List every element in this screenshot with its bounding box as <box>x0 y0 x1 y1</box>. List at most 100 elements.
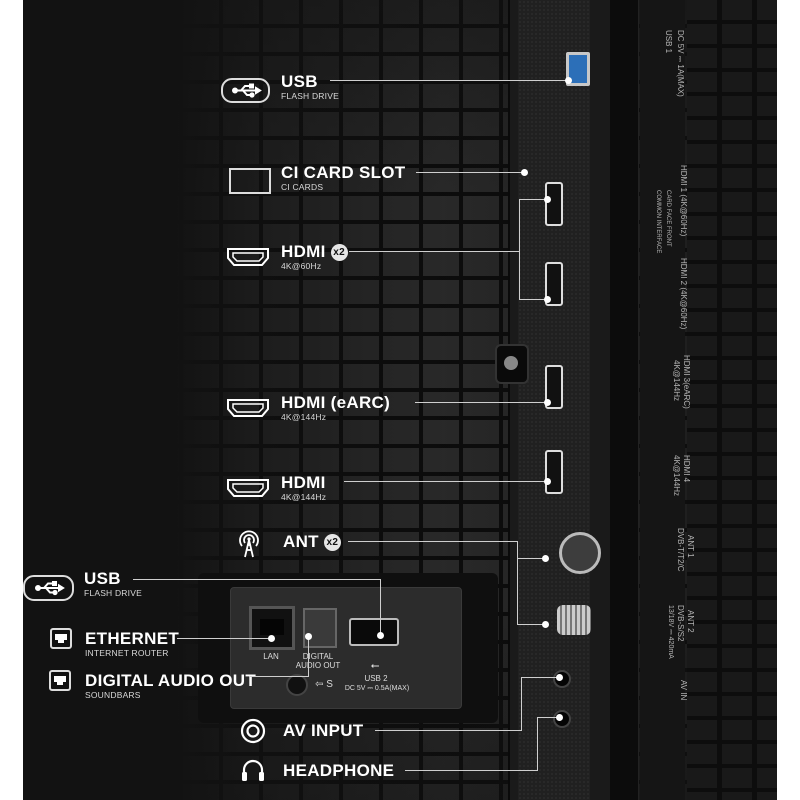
label-ant2-spec: DVB-S/S2 <box>676 605 685 642</box>
far-right-grid <box>687 0 777 800</box>
hdmi-x2-branch-2 <box>519 299 547 300</box>
hdmi-x2-title: HDMI <box>281 242 326 261</box>
strip-texture <box>518 0 590 800</box>
lan-label: LAN <box>263 652 279 661</box>
hdmi-x2-branch-1 <box>519 199 547 200</box>
audio-out-label: AUDIO OUT <box>295 661 341 670</box>
usb2-symbol: ⭠ <box>370 660 380 672</box>
hdmi-earc-dot <box>544 399 551 406</box>
hdmi-icon <box>226 398 270 422</box>
label-ant2-power: 13/18V ⎓ 420mA <box>667 605 674 659</box>
av-in-dot <box>556 674 563 681</box>
label-hdmi4-spec: 4K@144Hz <box>672 455 681 497</box>
digital-audio-subtitle: SOUNDBARS <box>85 690 141 700</box>
hdmi-subtitle: 4K@144Hz <box>281 492 327 502</box>
ethernet-icon <box>50 628 72 649</box>
label-ant1: ANT 1 <box>686 535 695 558</box>
label-av-in: AV IN <box>679 680 688 701</box>
ethernet-subtitle: INTERNET ROUTER <box>85 648 169 658</box>
label-common-interface: COMMON INTERFACE <box>655 190 661 254</box>
label-card-face: CARD FACE FRONT <box>665 190 671 247</box>
usb-top-leader <box>330 80 568 81</box>
ant2-port <box>557 605 591 635</box>
label-ant1-spec: DVB-T/T2/C <box>676 528 685 572</box>
digital-audio-rise <box>308 636 309 677</box>
label-hdmi3: HDMI 3(eARC) <box>682 355 691 409</box>
usb-subtitle: FLASH DRIVE <box>281 91 339 101</box>
hdmi4-port <box>545 450 563 494</box>
label-panel <box>640 0 685 800</box>
headphone-rise <box>537 717 538 771</box>
callout-usb-top: USB FLASH DRIVE <box>281 72 339 102</box>
usb2-port <box>349 618 399 646</box>
ci-card-dot <box>521 169 528 176</box>
callout-headphone: HEADPHONE <box>283 762 394 780</box>
headphone-icon <box>240 758 266 786</box>
ant1-port <box>559 532 601 574</box>
ci-card-subtitle: CI CARDS <box>281 182 324 192</box>
label-hdmi2: HDMI 2 (4K@60Hz) <box>679 258 688 330</box>
quantity-badge: x2 <box>323 534 341 551</box>
mount-screw <box>495 344 529 384</box>
ethernet-title: ETHERNET <box>85 629 180 648</box>
callout-ethernet: ETHERNET INTERNET ROUTER <box>85 629 180 659</box>
label-ant2: ANT 2 <box>686 610 695 633</box>
hdmi-icon <box>226 478 270 502</box>
antenna-icon <box>235 528 263 562</box>
lan-dot <box>268 635 275 642</box>
usb2-label: USB 2 <box>364 674 388 683</box>
av-input-branch <box>521 677 557 678</box>
headphone-leader <box>405 770 537 771</box>
label-hdmi1: HDMI 1 (4K@60Hz) <box>679 165 688 237</box>
ant1-dot <box>542 555 549 562</box>
panel-plate: LAN DIGITAL AUDIO OUT ⭠ USB 2 DC 5V ⎓ 0.… <box>230 587 462 709</box>
panel-screw <box>286 674 308 696</box>
usb-top-dot <box>565 77 572 84</box>
usb1-port <box>566 52 590 86</box>
hdmi-leader <box>344 481 545 482</box>
callout-hdmi-earc: HDMI (eARC) 4K@144Hz <box>281 394 390 423</box>
hdmi-earc-leader <box>415 402 545 403</box>
hdmi1-port <box>545 182 563 226</box>
label-hdmi4: HDMI 4 <box>682 455 691 483</box>
callout-digital-audio-out: DIGITAL AUDIO OUT SOUNDBARS <box>85 672 256 701</box>
ethernet-icon <box>49 670 71 691</box>
quantity-badge: x2 <box>330 244 348 261</box>
ant-bracket <box>517 541 518 625</box>
card-slot-icon <box>229 168 271 194</box>
ant-branch-1 <box>517 558 545 559</box>
hdmi-earc-subtitle: 4K@144Hz <box>281 412 327 422</box>
usb-bottom-title: USB <box>84 569 121 588</box>
headphone-dot <box>556 714 563 721</box>
hdmi1-dot <box>544 196 551 203</box>
usb-icon <box>23 575 74 601</box>
optical-dot <box>305 633 312 640</box>
hdmi2-dot <box>544 296 551 303</box>
usb-title: USB <box>281 72 318 91</box>
label-usb1: USB 1 <box>664 30 673 54</box>
digital-audio-leader <box>250 676 308 677</box>
screw-mark: ⇦ S <box>315 679 333 690</box>
usb-icon <box>221 78 270 103</box>
ethernet-leader <box>177 638 271 639</box>
av-input-leader <box>375 730 521 731</box>
usb2-power-label: DC 5V ⎓ 0.5A(MAX) <box>344 685 410 692</box>
usb-bottom-drop <box>380 579 381 635</box>
headphone-branch <box>537 717 557 718</box>
callout-usb-bottom: USB FLASH DRIVE <box>84 569 142 599</box>
usb-bottom-leader <box>133 579 380 580</box>
hdmi-icon <box>226 247 270 271</box>
av-input-icon <box>240 718 266 748</box>
hdmi-dot <box>544 478 551 485</box>
side-port-strip <box>508 0 612 800</box>
hdmi-title: HDMI <box>281 473 326 492</box>
callout-ci-card: CI CARD SLOT CI CARDS <box>281 164 405 193</box>
label-hdmi3-spec: 4K@144Hz <box>672 360 681 402</box>
hdmi-x2-bracket <box>519 199 520 300</box>
label-usb1-power: DC 5V ⎓ 1A(MAX) <box>676 30 685 97</box>
hdmi-x2-leader <box>349 251 519 252</box>
digital-label: DIGITAL <box>302 652 334 661</box>
av-input-title: AV INPUT <box>283 721 364 740</box>
